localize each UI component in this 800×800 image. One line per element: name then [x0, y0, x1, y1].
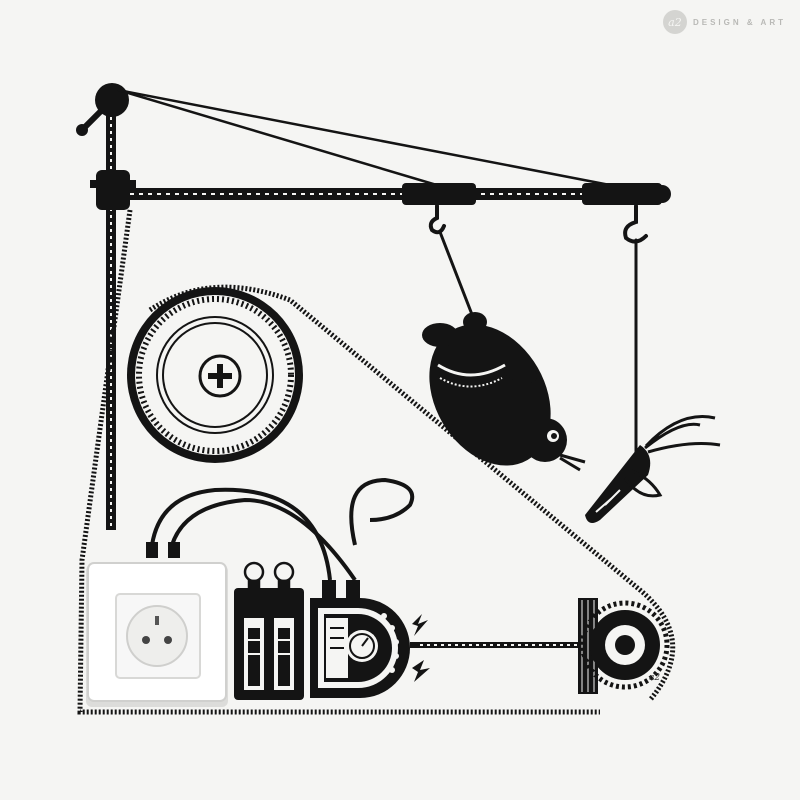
lightbulb-icon	[243, 561, 295, 591]
drive-chain	[77, 209, 676, 715]
brand-monogram: a2	[662, 10, 687, 34]
carrot-icon	[585, 415, 721, 524]
plug-heads	[146, 542, 360, 598]
plus-icon	[198, 354, 242, 398]
crane-cables	[117, 88, 616, 188]
drive-axle	[410, 642, 630, 648]
hamster-icon	[422, 312, 586, 472]
dial-gauge-icon	[310, 598, 410, 698]
battery-icon	[234, 588, 304, 700]
watermark-logo: a2 DESIGN & ART	[662, 10, 786, 34]
power-outlet-icon	[86, 562, 228, 707]
artist-signature: a2	[649, 673, 661, 683]
brand-text: DESIGN & ART	[692, 17, 786, 27]
brush-wheel-icon	[578, 598, 670, 694]
power-cables	[150, 477, 415, 582]
crane-boom	[90, 170, 671, 210]
lightning-icon	[412, 614, 430, 682]
